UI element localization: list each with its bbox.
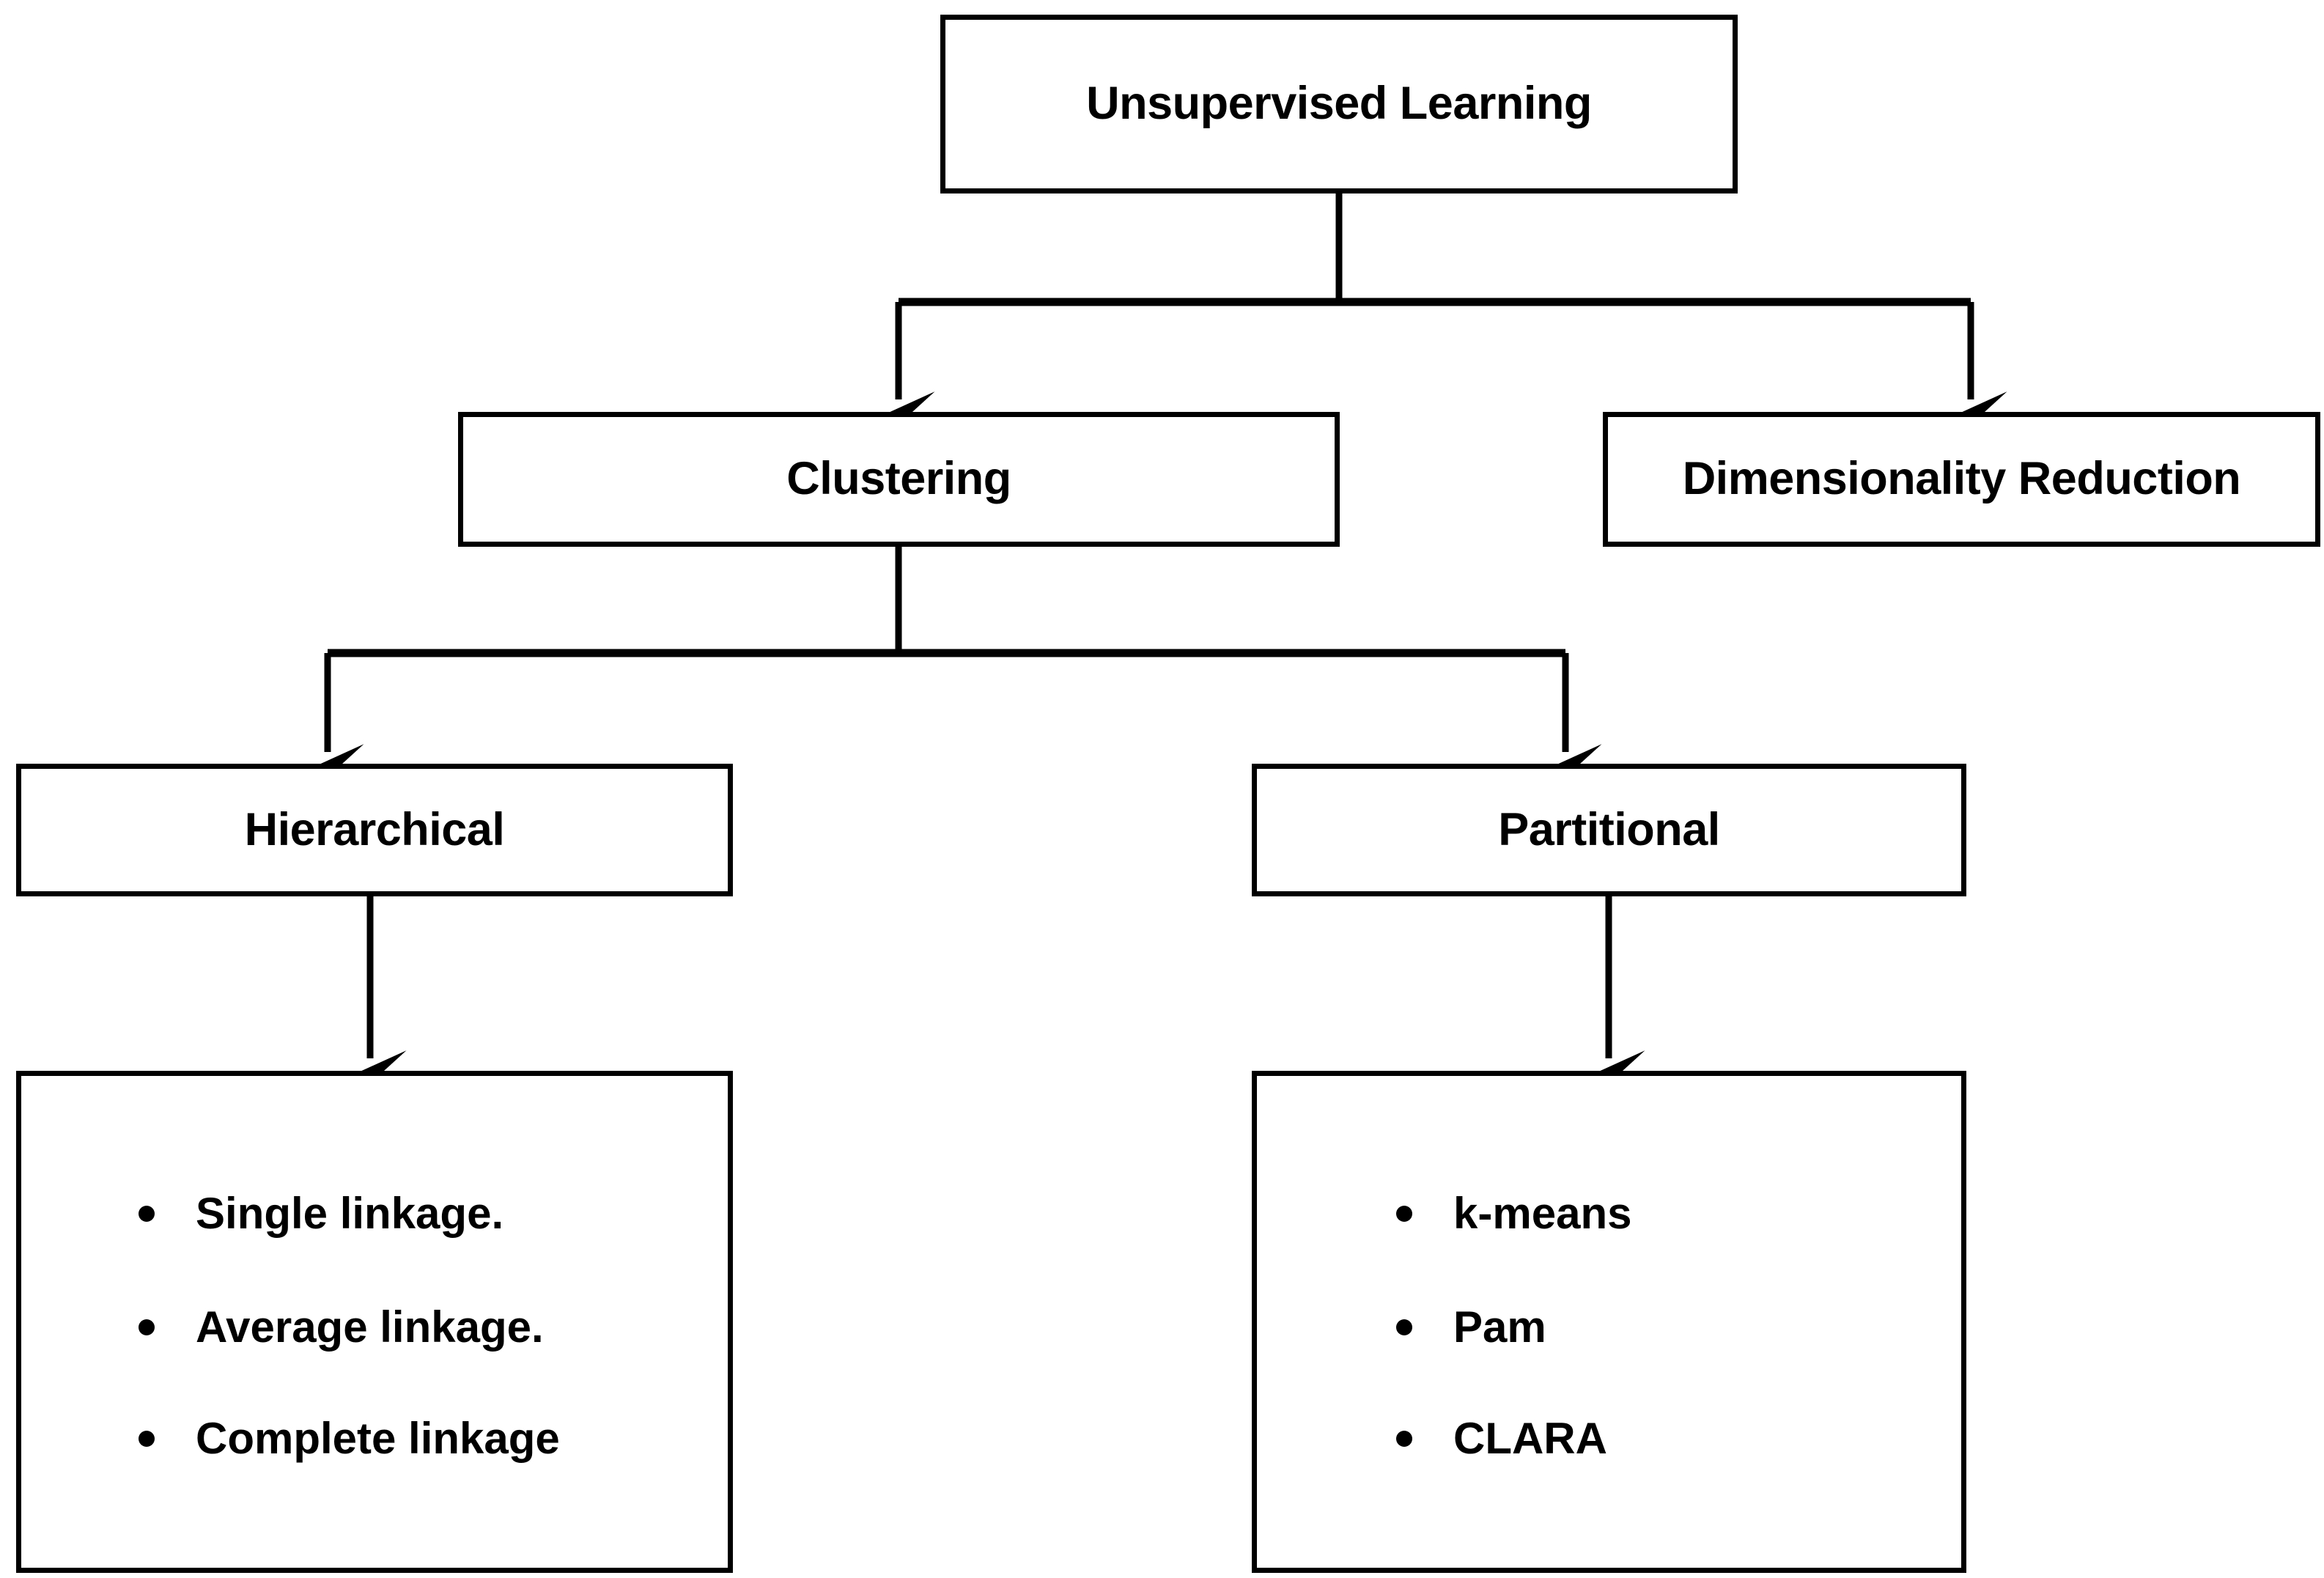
node-hierarchical-label: Hierarchical: [244, 803, 505, 855]
node-dimensionality-reduction[interactable]: Dimensionality Reduction: [1603, 412, 2320, 547]
node-unsupervised-learning[interactable]: Unsupervised Learning: [940, 15, 1738, 193]
bullet-dot-icon: [139, 1206, 155, 1222]
list-item-label: CLARA: [1453, 1414, 1607, 1463]
list-item-label: Single linkage.: [196, 1189, 504, 1238]
node-partitional-label: Partitional: [1498, 803, 1720, 855]
list-item[interactable]: Complete linkage: [21, 1415, 728, 1463]
node-partitional[interactable]: Partitional: [1252, 764, 1966, 896]
list-item[interactable]: k-means: [1257, 1190, 1961, 1238]
bullet-dot-icon: [1396, 1319, 1412, 1335]
list-item[interactable]: Single linkage.: [21, 1190, 728, 1238]
node-hierarchical-methods[interactable]: Single linkage. Average linkage. Complet…: [16, 1071, 733, 1573]
bullet-dot-icon: [139, 1431, 155, 1447]
node-clustering-label: Clustering: [786, 453, 1011, 505]
node-dimensionality-reduction-label: Dimensionality Reduction: [1682, 453, 2241, 505]
list-item[interactable]: CLARA: [1257, 1415, 1961, 1463]
node-unsupervised-learning-label: Unsupervised Learning: [1086, 78, 1592, 130]
node-hierarchical[interactable]: Hierarchical: [16, 764, 733, 896]
list-item[interactable]: Pam: [1257, 1303, 1961, 1352]
bullet-dot-icon: [139, 1319, 155, 1335]
list-item[interactable]: Average linkage.: [21, 1303, 728, 1352]
list-item-label: Average linkage.: [196, 1302, 544, 1352]
list-item-label: k-means: [1453, 1189, 1632, 1238]
bullet-dot-icon: [1396, 1206, 1412, 1222]
list-item-label: Complete linkage: [196, 1414, 560, 1463]
node-partitional-methods[interactable]: k-means Pam CLARA: [1252, 1071, 1966, 1573]
bullet-dot-icon: [1396, 1431, 1412, 1447]
node-clustering[interactable]: Clustering: [458, 412, 1340, 547]
list-item-label: Pam: [1453, 1302, 1546, 1352]
